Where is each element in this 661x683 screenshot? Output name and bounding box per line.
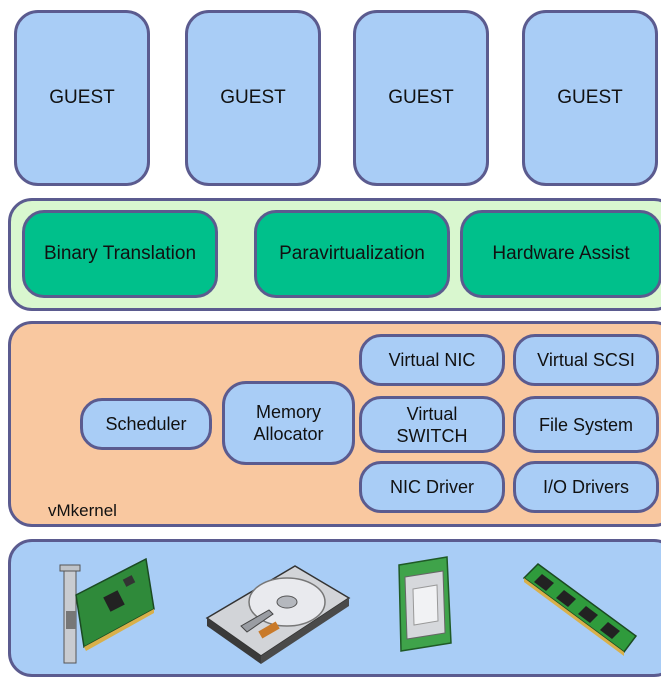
- guest-vm-1: GUEST: [14, 10, 150, 186]
- binary-translation-box: Binary Translation: [22, 210, 218, 298]
- memory-module-icon: [522, 563, 638, 656]
- binary-translation-label: Binary Translation: [43, 243, 197, 264]
- memory-allocator-box: Memory Allocator: [222, 381, 355, 465]
- guest-vm-3: GUEST: [353, 10, 489, 186]
- guest-vm-2: GUEST: [185, 10, 321, 186]
- hard-disk-icon: [205, 565, 351, 664]
- vmkernel-label: vMkernel: [48, 501, 117, 520]
- file-system-box: File System: [513, 396, 659, 453]
- hardware-assist-label: Hardware Assist: [492, 243, 630, 264]
- file-system-label: File System: [538, 414, 634, 435]
- guest-label: GUEST: [49, 87, 115, 108]
- nic-driver-label: NIC Driver: [390, 477, 474, 497]
- virtual-switch-box: Virtual SWITCH: [359, 396, 505, 453]
- io-drivers-box: I/O Drivers: [513, 461, 659, 513]
- virtual-switch-label: Virtual SWITCH: [396, 403, 468, 446]
- guest-label: GUEST: [220, 87, 286, 108]
- paravirtualization-box: Paravirtualization: [254, 210, 450, 298]
- virtual-scsi-box: Virtual SCSI: [513, 334, 659, 386]
- scheduler-box: Scheduler: [80, 398, 212, 450]
- hardware-assist-box: Hardware Assist: [460, 210, 661, 298]
- paravirtualization-label: Paravirtualization: [279, 243, 425, 264]
- scheduler-label: Scheduler: [105, 414, 187, 434]
- guest-label: GUEST: [388, 87, 454, 108]
- io-drivers-label: I/O Drivers: [542, 477, 629, 497]
- network-card-icon: [59, 557, 155, 664]
- cpu-icon: [398, 556, 452, 652]
- guest-vm-4: GUEST: [522, 10, 658, 186]
- virtual-scsi-label: Virtual SCSI: [537, 350, 635, 370]
- guest-label: GUEST: [557, 87, 623, 108]
- virtual-nic-label: Virtual NIC: [388, 350, 476, 370]
- virtual-nic-box: Virtual NIC: [359, 334, 505, 386]
- memory-allocator-label: Memory Allocator: [253, 402, 324, 444]
- nic-driver-box: NIC Driver: [359, 461, 505, 513]
